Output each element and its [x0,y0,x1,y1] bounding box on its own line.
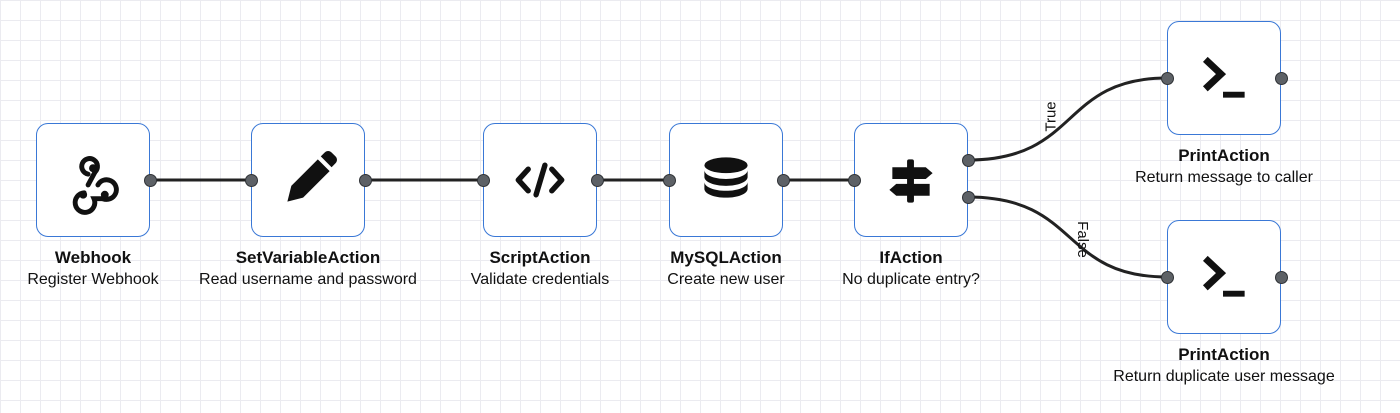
label-setvariableaction: SetVariableAction Read username and pass… [178,247,438,291]
node-subtitle: Return message to caller [1135,169,1313,186]
port-in-printaction-true[interactable] [1161,72,1174,85]
label-mysqlaction: MySQLAction Create new user [596,247,856,291]
node-title: IfAction [879,248,943,267]
node-title: Webhook [54,248,132,267]
node-printaction-false[interactable] [1161,220,1288,334]
edge-if-true-to-print[interactable] [967,76,1168,162]
label-webhook: Webhook Register Webhook [0,247,223,291]
node-mysqlaction[interactable] [663,123,790,237]
port-out-printaction-true[interactable] [1275,72,1288,85]
node-title: ScriptAction [489,248,591,267]
port-out-true-ifaction[interactable] [962,154,975,167]
database-icon [670,124,782,236]
node-subtitle: Validate credentials [470,271,610,288]
port-out-webhook[interactable] [144,174,157,187]
port-out-mysqlaction[interactable] [777,174,790,187]
terminal-icon [1168,221,1280,333]
port-in-scriptaction[interactable] [477,174,490,187]
pencil-icon [252,124,364,236]
node-subtitle: Create new user [667,271,785,288]
edge-label-false: False [1073,221,1091,258]
node-subtitle: Register Webhook [27,271,159,288]
port-out-setvariableaction[interactable] [359,174,372,187]
node-title: PrintAction [1178,345,1270,364]
code-icon [484,124,596,236]
node-title: PrintAction [1178,146,1270,165]
port-in-setvariableaction[interactable] [245,174,258,187]
label-printaction-false: PrintAction Return duplicate user messag… [1094,344,1354,388]
port-in-printaction-false[interactable] [1161,271,1174,284]
terminal-icon [1168,22,1280,134]
node-subtitle: No duplicate entry? [842,271,980,288]
node-scriptaction[interactable] [477,123,604,237]
node-title: SetVariableAction [235,248,381,267]
label-scriptaction: ScriptAction Validate credentials [410,247,670,291]
edge-if-false-to-print[interactable] [967,195,1168,279]
node-printaction-true[interactable] [1161,21,1288,135]
label-printaction-true: PrintAction Return message to caller [1094,145,1354,189]
signpost-icon [855,124,967,236]
node-subtitle: Return duplicate user message [1113,368,1335,385]
port-in-ifaction[interactable] [848,174,861,187]
node-webhook[interactable] [36,123,157,237]
label-ifaction: IfAction No duplicate entry? [781,247,1041,291]
node-subtitle: Read username and password [199,271,417,288]
port-out-scriptaction[interactable] [591,174,604,187]
webhook-icon [37,124,149,236]
node-title: MySQLAction [670,248,782,267]
edge-label-true: True [1042,101,1060,132]
port-in-mysqlaction[interactable] [663,174,676,187]
port-out-printaction-false[interactable] [1275,271,1288,284]
port-out-false-ifaction[interactable] [962,191,975,204]
node-ifaction[interactable] [848,123,975,237]
node-setvariableaction[interactable] [245,123,372,237]
